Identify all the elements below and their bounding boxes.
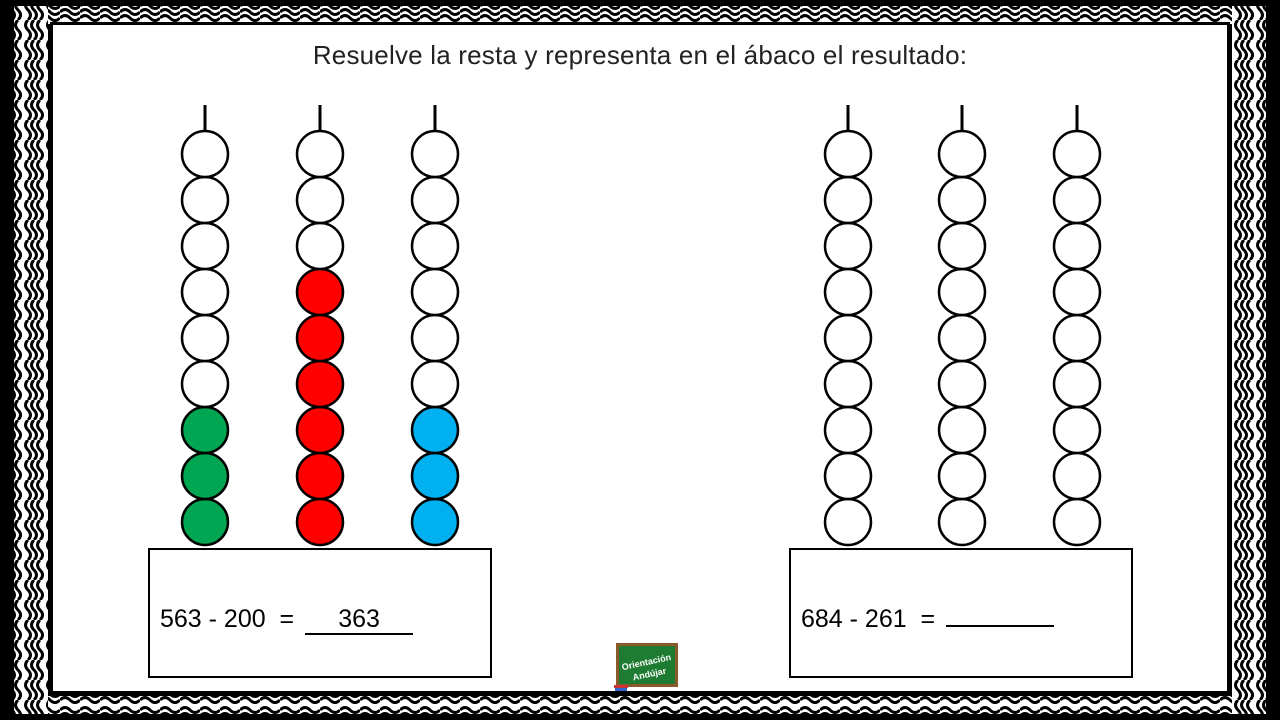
abacus_right-bead-hundreds-6[interactable]	[823, 267, 873, 317]
equation-right-text: 684 - 261 =	[801, 605, 936, 633]
abacus_left-bead-tens-1[interactable]	[295, 497, 345, 547]
logo-board	[619, 646, 675, 684]
abacus_right-bead-hundreds-4[interactable]	[823, 359, 873, 409]
abacus_right-bead-hundreds-7[interactable]	[823, 221, 873, 271]
abacus_right-bead-tens-4[interactable]	[937, 359, 987, 409]
abacus_right-bead-tens-7[interactable]	[937, 221, 987, 271]
abacus_left-bead-units-1[interactable]	[410, 497, 460, 547]
orientacion-andujar-logo: Orientación Andújar	[614, 643, 678, 691]
abacus_left-bead-hundreds-9[interactable]	[180, 129, 230, 179]
abacus_right-bead-tens-8[interactable]	[937, 175, 987, 225]
abacus_left-bead-units-5[interactable]	[410, 313, 460, 363]
abacus_right-bead-hundreds-3[interactable]	[823, 405, 873, 455]
abacus_right-bead-units-6[interactable]	[1052, 267, 1102, 317]
equation-box-left: 563 - 200 = 363	[148, 548, 492, 678]
abacus_left-bead-hundreds-8[interactable]	[180, 175, 230, 225]
abacus_right-bead-units-2[interactable]	[1052, 451, 1102, 501]
abacus_left-bead-units-8[interactable]	[410, 175, 460, 225]
abacus_left-bead-hundreds-3[interactable]	[180, 405, 230, 455]
worksheet-title: Resuelve la resta y representa en el ába…	[312, 40, 968, 70]
answer-left[interactable]: 363	[305, 606, 414, 635]
abacus_left-bead-tens-5[interactable]	[295, 313, 345, 363]
abacus_right-bead-units-7[interactable]	[1052, 221, 1102, 271]
equation-right: 684 - 261 =	[801, 605, 1055, 634]
abacus_left-bead-units-3[interactable]	[410, 405, 460, 455]
abacus_left-bead-units-4[interactable]	[410, 359, 460, 409]
abacus_right-bead-hundreds-1[interactable]	[823, 497, 873, 547]
answer-right[interactable]	[946, 625, 1055, 627]
abacus_right-bead-units-9[interactable]	[1052, 129, 1102, 179]
equation-left: 563 - 200 = 363	[160, 605, 414, 635]
abacus_left-bead-hundreds-6[interactable]	[180, 267, 230, 317]
abacus_left-bead-tens-7[interactable]	[295, 221, 345, 271]
abacus_left-bead-hundreds-2[interactable]	[180, 451, 230, 501]
abacus_right-bead-hundreds-2[interactable]	[823, 451, 873, 501]
abacus_left-bead-tens-6[interactable]	[295, 267, 345, 317]
abacus_right-bead-units-5[interactable]	[1052, 313, 1102, 363]
abacus_right-bead-hundreds-9[interactable]	[823, 129, 873, 179]
abacus_right-bead-units-1[interactable]	[1052, 497, 1102, 547]
abacus_left-bead-hundreds-4[interactable]	[180, 359, 230, 409]
abacus_right-bead-tens-9[interactable]	[937, 129, 987, 179]
abacus_left-bead-units-9[interactable]	[410, 129, 460, 179]
abacus_right-bead-tens-6[interactable]	[937, 267, 987, 317]
abacus_right-bead-units-8[interactable]	[1052, 175, 1102, 225]
abacus_left-bead-hundreds-7[interactable]	[180, 221, 230, 271]
equation-box-right: 684 - 261 =	[789, 548, 1133, 678]
abacus_right-bead-tens-3[interactable]	[937, 405, 987, 455]
abacus_left-bead-tens-9[interactable]	[295, 129, 345, 179]
abacus_left-bead-tens-4[interactable]	[295, 359, 345, 409]
abacus_left-bead-tens-2[interactable]	[295, 451, 345, 501]
equation-left-text: 563 - 200 =	[160, 605, 295, 633]
abacus_left-bead-units-6[interactable]	[410, 267, 460, 317]
abacus_right-bead-hundreds-5[interactable]	[823, 313, 873, 363]
abacus_right-bead-tens-2[interactable]	[937, 451, 987, 501]
abacus_right-bead-units-4[interactable]	[1052, 359, 1102, 409]
abacus_left-bead-tens-8[interactable]	[295, 175, 345, 225]
abacus_left-bead-units-7[interactable]	[410, 221, 460, 271]
abacus_left-bead-hundreds-1[interactable]	[180, 497, 230, 547]
abacus_left-bead-hundreds-5[interactable]	[180, 313, 230, 363]
abacus_left-bead-units-2[interactable]	[410, 451, 460, 501]
abacus_right-bead-units-3[interactable]	[1052, 405, 1102, 455]
abacus_right-bead-hundreds-8[interactable]	[823, 175, 873, 225]
abacus_right-bead-tens-1[interactable]	[937, 497, 987, 547]
abacus_left-bead-tens-3[interactable]	[295, 405, 345, 455]
abacus_right-bead-tens-5[interactable]	[937, 313, 987, 363]
